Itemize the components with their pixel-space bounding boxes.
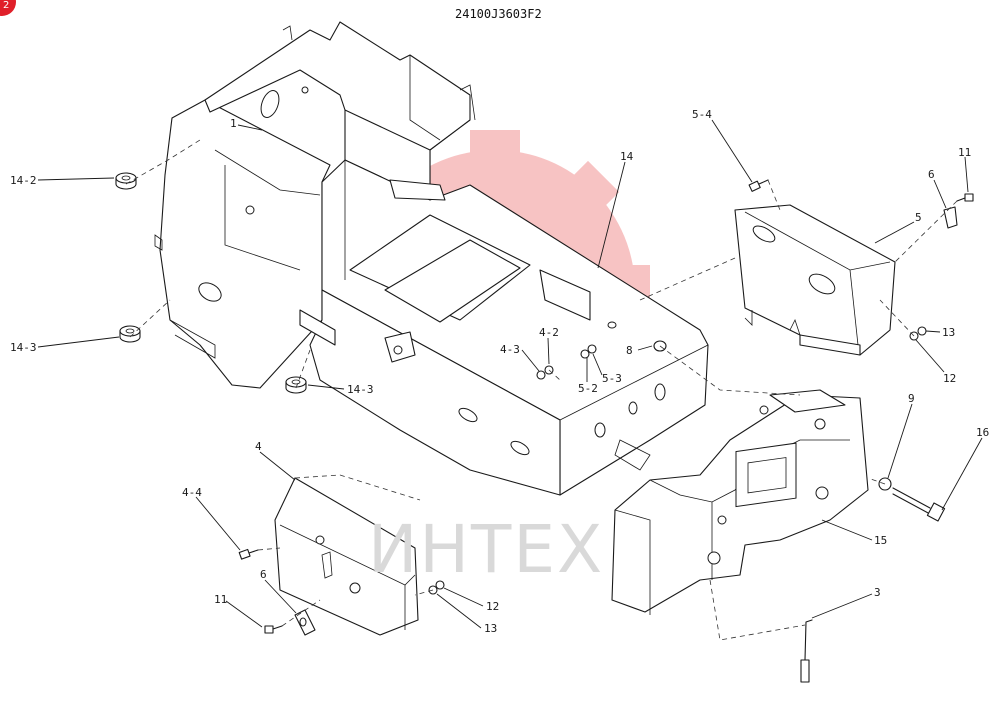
rubber-mount-14-3-bottom bbox=[285, 376, 307, 394]
callout-4-4: 4-4 bbox=[182, 486, 202, 499]
leader-lines bbox=[37, 119, 983, 629]
watermark-text: ИНТЕХ bbox=[368, 511, 604, 588]
rubber-mount-14-2 bbox=[115, 172, 137, 190]
pin-3 bbox=[800, 619, 813, 683]
callout-5-3: 5-3 bbox=[602, 372, 622, 385]
hardware-items bbox=[115, 172, 974, 683]
callout-6-upper: 6 bbox=[928, 168, 935, 181]
callout-1: 1 bbox=[230, 117, 237, 130]
bolt-5-4 bbox=[748, 179, 769, 192]
callout-4-2: 4-2 bbox=[539, 326, 559, 339]
callout-5: 5 bbox=[915, 211, 922, 224]
nut-5-2-5-3 bbox=[580, 344, 597, 359]
callout-13-upper: 13 bbox=[942, 326, 955, 339]
counterweight-part bbox=[611, 389, 869, 615]
drawing-code: 24100J3603F2 bbox=[455, 7, 542, 21]
bolt-11-lower bbox=[264, 625, 283, 634]
callout-13-lower: 13 bbox=[484, 622, 497, 635]
clip-6-lower bbox=[294, 609, 316, 636]
corner-badge: 2 bbox=[0, 0, 16, 16]
callout-14-3-bottom: 14-3 bbox=[347, 383, 374, 396]
callout-4: 4 bbox=[255, 440, 262, 453]
bolt-16 bbox=[892, 487, 946, 522]
callout-15: 15 bbox=[874, 534, 887, 547]
corner-badge-text: 2 bbox=[3, 0, 9, 11]
callout-labels: 14-2 14-3 14-3 14 5-4 11 6 5 13 12 4-2 4… bbox=[10, 108, 989, 635]
callout-11-upper: 11 bbox=[958, 146, 971, 159]
clip-6-upper bbox=[943, 206, 958, 229]
callout-5-4: 5-4 bbox=[692, 108, 712, 121]
callout-12-lower: 12 bbox=[486, 600, 499, 613]
assembly-lines bbox=[125, 139, 958, 641]
callout-4-3: 4-3 bbox=[500, 343, 520, 356]
callout-5-2: 5-2 bbox=[578, 382, 598, 395]
callout-3: 3 bbox=[874, 586, 881, 599]
callout-11-lower: 11 bbox=[214, 593, 227, 606]
callout-14: 14 bbox=[620, 150, 634, 163]
bolt-4-4 bbox=[238, 548, 259, 560]
callout-8: 8 bbox=[626, 344, 633, 357]
callout-12-upper: 12 bbox=[943, 372, 956, 385]
bolt-11-upper bbox=[956, 193, 974, 202]
callout-14-2: 14-2 bbox=[10, 174, 37, 187]
cover-part-5 bbox=[734, 204, 896, 356]
callout-16: 16 bbox=[976, 426, 989, 439]
main-frame-part bbox=[154, 21, 709, 496]
callout-6-lower: 6 bbox=[260, 568, 267, 581]
nut-12-13-upper bbox=[909, 326, 927, 341]
callout-9: 9 bbox=[908, 392, 915, 405]
rubber-mount-14-3-left bbox=[119, 325, 141, 343]
callout-14-3-left: 14-3 bbox=[10, 341, 37, 354]
cover-part-4 bbox=[274, 477, 419, 636]
